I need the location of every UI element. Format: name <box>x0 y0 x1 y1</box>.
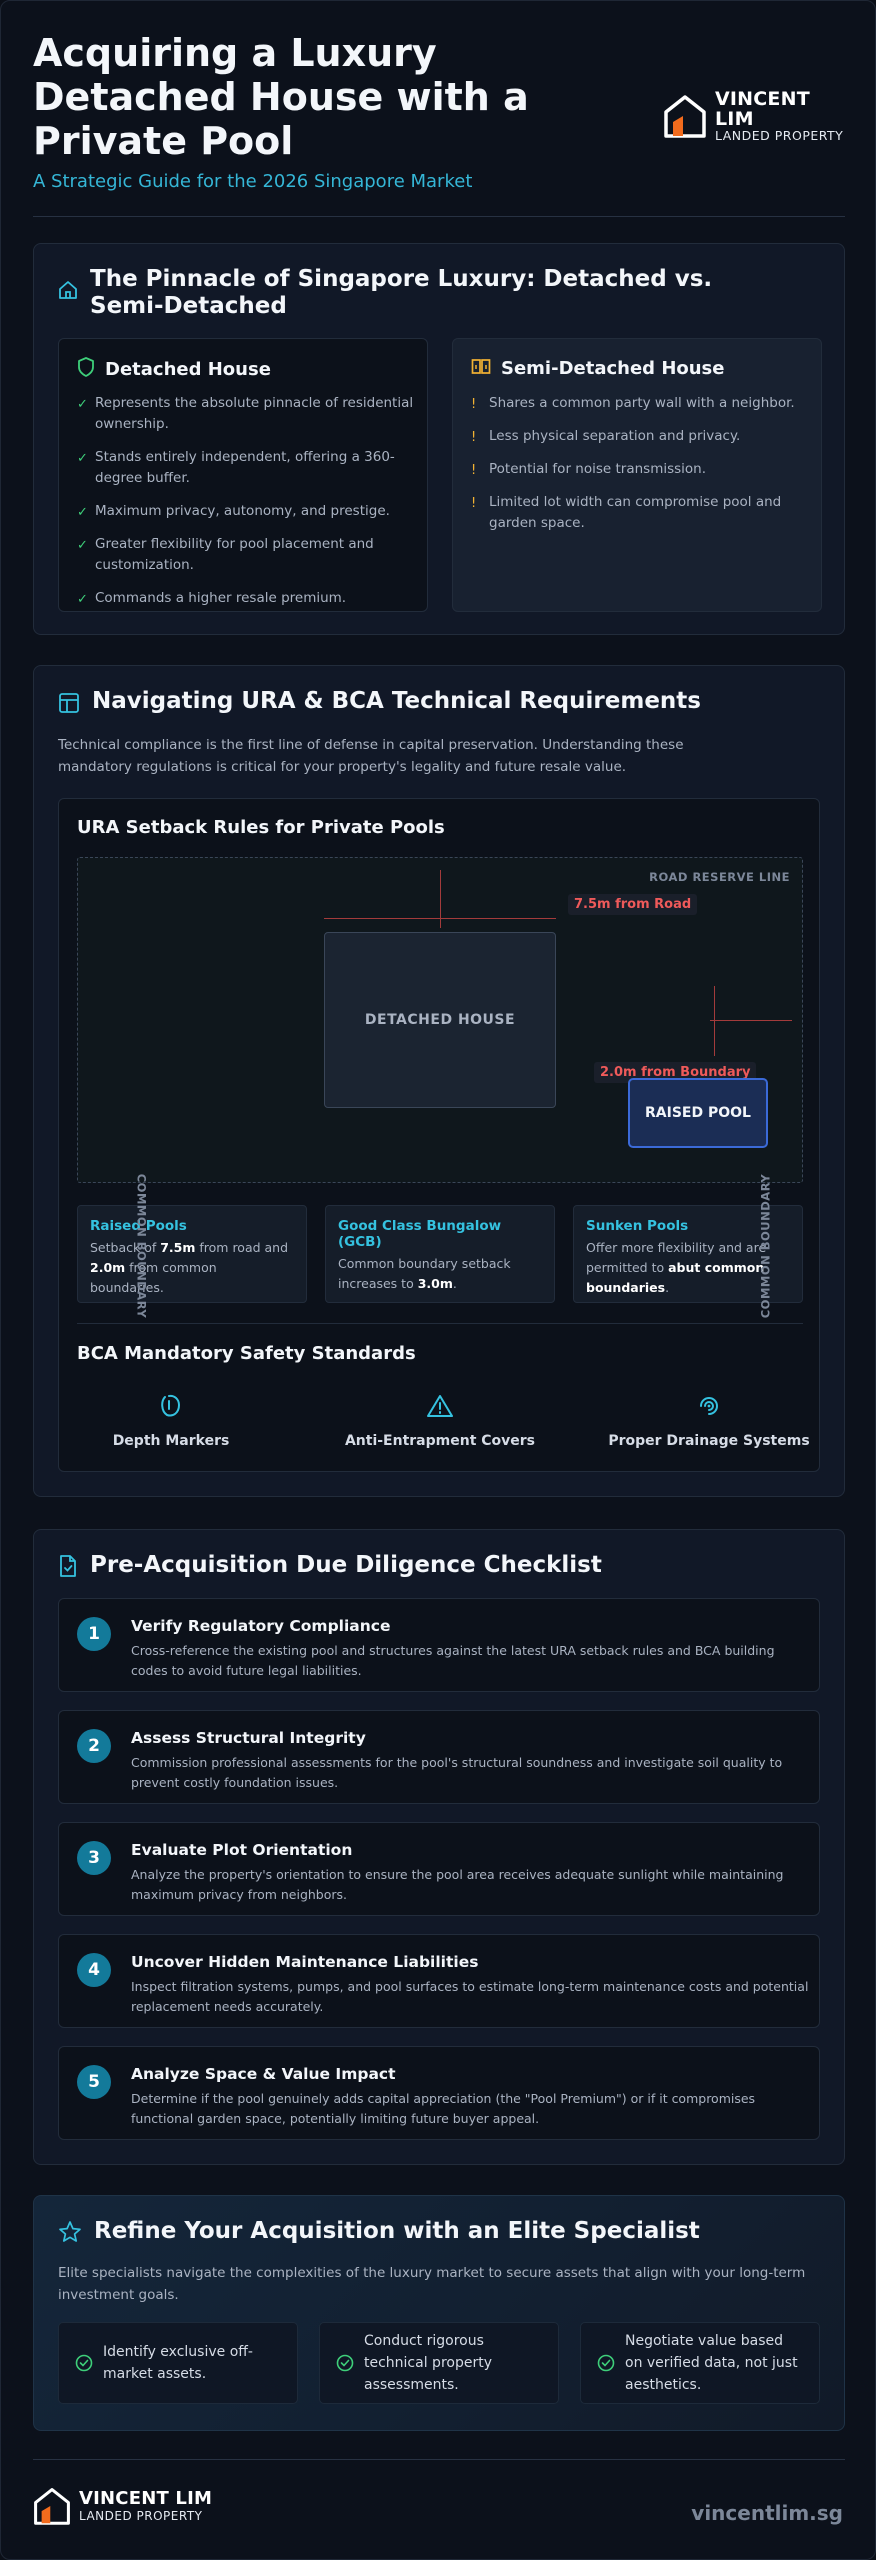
warning-icon: ! <box>471 397 477 412</box>
list-item: !Less physical separation and privacy. <box>471 426 811 447</box>
section-title: Pre-Acquisition Due Diligence Checklist <box>90 1552 602 1578</box>
footer-logo: VINCENT LIM LANDED PROPERTY <box>33 2485 212 2527</box>
section-heading: Pre-Acquisition Due Diligence Checklist <box>58 1552 602 1582</box>
footer-url[interactable]: vincentlim.sg <box>691 2501 843 2525</box>
brand-tagline: LANDED PROPERTY <box>79 2509 203 2523</box>
section-title: The Pinnacle of Singapore Luxury: Detach… <box>90 266 713 319</box>
standard-anti-entrapment: Anti-Entrapment Covers <box>330 1393 550 1449</box>
list-item: !Shares a common party wall with a neigh… <box>471 393 811 414</box>
comparison-section: The Pinnacle of Singapore Luxury: Detach… <box>33 243 845 635</box>
boundary-setback-guide <box>710 1020 792 1021</box>
check-circle-icon <box>336 2354 354 2372</box>
feature-card: Conduct rigorous technical property asse… <box>319 2322 559 2404</box>
alert-triangle-icon <box>427 1395 453 1417</box>
detached-title: Detached House <box>105 358 271 380</box>
list-item: ✓Stands entirely independent, offering a… <box>77 449 395 486</box>
standard-drainage: Proper Drainage Systems <box>599 1393 819 1449</box>
detached-card: Detached House ✓Represents the absolute … <box>58 338 428 612</box>
check-icon: ✓ <box>77 538 88 553</box>
split-house-icon <box>471 357 491 379</box>
document-check-icon <box>58 1554 78 1582</box>
section-intro: Technical compliance is the first line o… <box>58 737 684 775</box>
setback-title: URA Setback Rules for Private Pools <box>77 817 445 838</box>
brand-name: VINCENT LIM <box>79 2488 213 2509</box>
star-icon <box>58 2220 82 2248</box>
brand-tagline: LANDED PROPERTY <box>715 128 844 143</box>
home-icon <box>58 280 78 304</box>
road-reserve-label: ROAD RESERVE LINE <box>649 870 790 884</box>
ura-setback-panel: URA Setback Rules for Private Pools ROAD… <box>58 798 820 1472</box>
rule-raised-pools: Raised Pools Setback of 7.5m from road a… <box>77 1205 307 1303</box>
section-intro: Elite specialists navigate the complexit… <box>58 2265 806 2303</box>
bca-title: BCA Mandatory Safety Standards <box>77 1343 416 1364</box>
technical-requirements-section: Navigating URA & BCA Technical Requireme… <box>33 665 845 1497</box>
page-subtitle: A Strategic Guide for the 2026 Singapore… <box>33 171 473 192</box>
road-setback-label: 7.5m from Road <box>568 894 698 915</box>
brand-logo: VINCENT LIM LANDED PROPERTY <box>663 89 845 143</box>
divider <box>33 2459 845 2460</box>
header: Acquiring a Luxury Detached House with a… <box>33 31 845 192</box>
due-diligence-section: Pre-Acquisition Due Diligence Checklist … <box>33 1529 845 2165</box>
rule-sunken-pools: Sunken Pools Offer more flexibility and … <box>573 1205 803 1303</box>
divider <box>77 1323 803 1324</box>
checklist-step-3: 3 Evaluate Plot Orientation Analyze the … <box>58 1822 820 1916</box>
section-heading: Navigating URA & BCA Technical Requireme… <box>58 688 701 718</box>
check-icon: ✓ <box>77 397 88 412</box>
layout-icon <box>58 692 80 718</box>
check-icon: ✓ <box>77 451 88 466</box>
road-setback-line <box>440 870 441 928</box>
check-circle-icon <box>75 2354 93 2372</box>
warning-icon: ! <box>471 430 477 445</box>
checklist-step-1: 1 Verify Regulatory Compliance Cross-ref… <box>58 1598 820 1692</box>
list-item: !Limited lot width can compromise pool a… <box>471 494 782 531</box>
detached-list: ✓Represents the absolute pinnacle of res… <box>77 393 417 621</box>
check-icon: ✓ <box>77 592 88 607</box>
detached-house-block: DETACHED HOUSE <box>324 932 556 1108</box>
boundary-setback-line <box>714 986 715 1056</box>
specialist-section: Refine Your Acquisition with an Elite Sp… <box>33 2195 845 2431</box>
brand-name: VINCENT LIM <box>715 88 810 130</box>
boundary-setback-label: 2.0m from Boundary <box>594 1062 757 1083</box>
semi-title: Semi-Detached House <box>501 357 725 379</box>
warning-icon: ! <box>471 463 477 478</box>
feature-card: Identify exclusive off-market assets. <box>58 2322 298 2404</box>
checklist-step-5: 5 Analyze Space & Value Impact Determine… <box>58 2046 820 2140</box>
semi-detached-card: Semi-Detached House !Shares a common par… <box>452 338 822 612</box>
drainage-swirl-icon <box>700 1397 718 1415</box>
list-item: ✓Represents the absolute pinnacle of res… <box>77 395 414 432</box>
section-heading: The Pinnacle of Singapore Luxury: Detach… <box>58 266 790 320</box>
semi-list: !Shares a common party wall with a neigh… <box>471 393 811 546</box>
list-item: ✓Maximum privacy, autonomy, and prestige… <box>77 501 417 522</box>
section-title: Refine Your Acquisition with an Elite Sp… <box>94 2218 700 2244</box>
section-title: Navigating URA & BCA Technical Requireme… <box>92 688 701 714</box>
checklist-step-2: 2 Assess Structural Integrity Commission… <box>58 1710 820 1804</box>
list-item: ✓Commands a higher resale premium. <box>77 588 417 609</box>
shield-icon <box>77 357 95 381</box>
check-circle-icon <box>597 2354 615 2372</box>
list-item: ✓Greater flexibility for pool placement … <box>77 536 374 573</box>
rule-gcb: Good Class Bungalow (GCB) Common boundar… <box>325 1205 555 1303</box>
raised-pool-block: RAISED POOL <box>628 1078 768 1148</box>
check-icon: ✓ <box>77 505 88 520</box>
house-logo-icon <box>663 92 707 140</box>
section-heading: Refine Your Acquisition with an Elite Sp… <box>58 2218 700 2248</box>
road-setback-guide <box>324 918 556 919</box>
right-boundary-label: COMMON BOUNDARY <box>758 1173 773 1319</box>
house-logo-icon <box>33 2485 71 2527</box>
divider <box>33 216 845 217</box>
checklist-step-4: 4 Uncover Hidden Maintenance Liabilities… <box>58 1934 820 2028</box>
warning-icon: ! <box>471 496 477 511</box>
setback-diagram: ROAD RESERVE LINE 7.5m from Road DETACHE… <box>77 857 803 1183</box>
page-title: Acquiring a Luxury Detached House with a… <box>33 31 529 163</box>
ruler-icon <box>161 1394 181 1417</box>
left-boundary-label: COMMON BOUNDARY <box>134 1173 149 1319</box>
list-item: !Potential for noise transmission. <box>471 459 811 480</box>
standard-depth-markers: Depth Markers <box>61 1393 281 1449</box>
feature-card: Negotiate value based on verified data, … <box>580 2322 820 2404</box>
